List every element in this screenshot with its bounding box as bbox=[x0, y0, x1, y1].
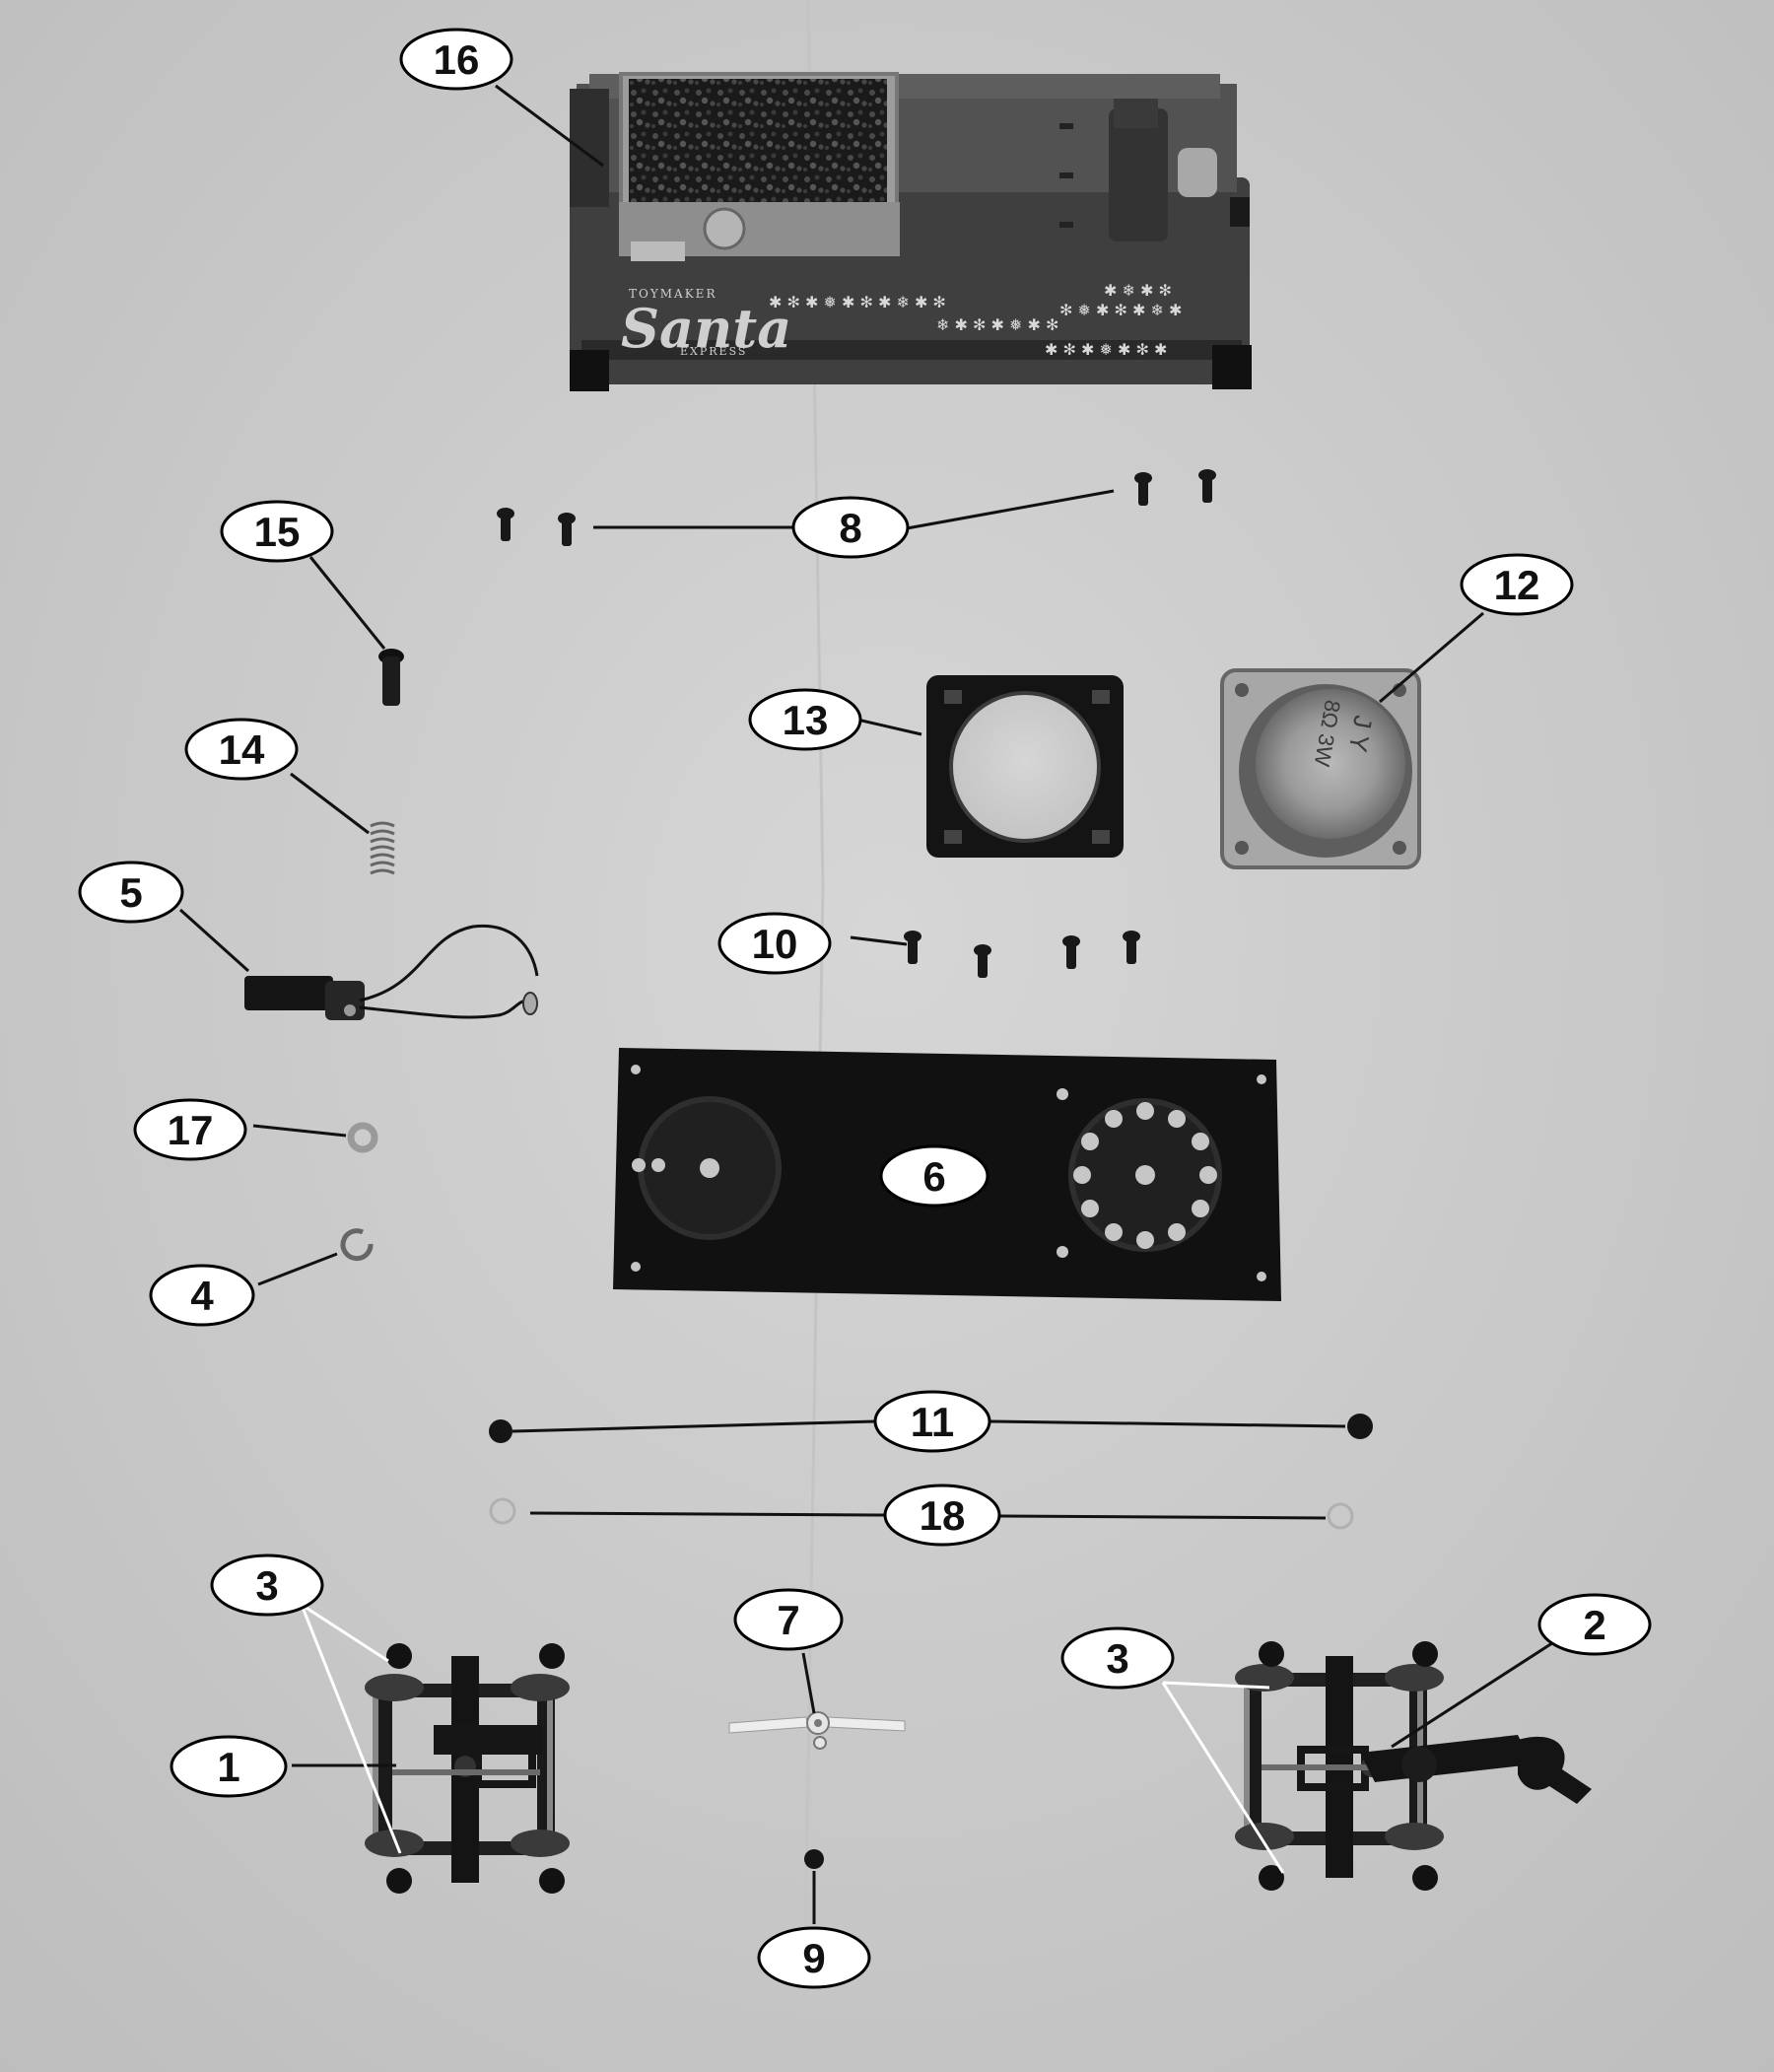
svg-text:9: 9 bbox=[802, 1935, 825, 1981]
svg-text:13: 13 bbox=[783, 697, 829, 743]
svg-text:7: 7 bbox=[777, 1597, 799, 1643]
leader-18-left bbox=[529, 1511, 888, 1517]
callout-9: 9 bbox=[757, 1926, 871, 1989]
svg-text:✱ ❄ ✱ ✻: ✱ ❄ ✱ ✻ bbox=[1104, 281, 1172, 300]
leader-5 bbox=[178, 908, 250, 973]
leader-16 bbox=[495, 84, 604, 168]
callout-6: 6 bbox=[879, 1144, 989, 1208]
part-15-pin bbox=[378, 649, 404, 706]
leader-3a-bottom bbox=[300, 1604, 402, 1854]
callout-3-right: 3 bbox=[1060, 1626, 1175, 1690]
part-11-nuts bbox=[489, 1414, 1373, 1443]
callout-12: 12 bbox=[1460, 553, 1574, 616]
leader-14 bbox=[290, 772, 370, 835]
leader-13 bbox=[856, 718, 922, 736]
callout-10: 10 bbox=[717, 912, 832, 975]
svg-text:18: 18 bbox=[920, 1492, 966, 1539]
callout-1: 1 bbox=[170, 1735, 288, 1798]
callouts: 16 8 15 12 13 14 5 10 17 6 4 11 18 3 7 2… bbox=[78, 28, 1652, 1989]
speaker-label-brand: J Y bbox=[1343, 713, 1379, 754]
callout-11: 11 bbox=[873, 1390, 991, 1453]
leader-17 bbox=[252, 1124, 347, 1138]
svg-text:14: 14 bbox=[219, 726, 265, 773]
callout-14: 14 bbox=[184, 718, 299, 781]
svg-text:5: 5 bbox=[119, 869, 142, 916]
part-14-spring bbox=[370, 821, 395, 875]
car-brand-santa: Santa bbox=[621, 297, 791, 360]
part-5-switch bbox=[244, 924, 539, 1020]
svg-text:✻ ❅ ✱ ✻ ✱ ❄ ✱: ✻ ❅ ✱ ✻ ✱ ❄ ✱ bbox=[1059, 301, 1182, 319]
svg-text:6: 6 bbox=[922, 1153, 945, 1200]
svg-text:3: 3 bbox=[255, 1562, 278, 1609]
leader-lines-white bbox=[300, 1603, 1285, 1874]
svg-text:12: 12 bbox=[1494, 562, 1540, 608]
leader-18-right bbox=[996, 1514, 1327, 1520]
svg-text:3: 3 bbox=[1106, 1635, 1128, 1682]
leader-11-right bbox=[989, 1419, 1346, 1428]
part-17-washer bbox=[347, 1122, 378, 1153]
part-8-screws bbox=[497, 469, 1216, 546]
svg-text:10: 10 bbox=[752, 921, 798, 967]
part-1-truck-left bbox=[365, 1643, 570, 1894]
part-10-screws bbox=[904, 931, 1140, 978]
svg-text:1: 1 bbox=[217, 1744, 239, 1790]
car-brand-toymaker: TOYMAKER bbox=[629, 287, 716, 301]
svg-text:11: 11 bbox=[911, 1399, 954, 1445]
leader-3b-top bbox=[1162, 1681, 1270, 1690]
part-18-washers bbox=[489, 1497, 1354, 1530]
leader-10 bbox=[850, 935, 908, 946]
svg-text:16: 16 bbox=[434, 36, 480, 83]
svg-text:15: 15 bbox=[254, 509, 301, 555]
svg-text:❄ ✱ ✻ ✱ ❅ ✱ ✻: ❄ ✱ ✻ ✱ ❅ ✱ ✻ bbox=[936, 315, 1058, 334]
callout-3-left: 3 bbox=[210, 1554, 324, 1617]
svg-text:✱ ✻ ✱ ❅ ✱ ✻ ✱ ❄ ✱ ✻: ✱ ✻ ✱ ❅ ✱ ✻ ✱ ❄ ✱ ✻ bbox=[769, 293, 946, 311]
part-9-nut bbox=[804, 1849, 824, 1869]
svg-text:2: 2 bbox=[1583, 1602, 1605, 1648]
callout-17: 17 bbox=[133, 1098, 247, 1161]
callout-5: 5 bbox=[78, 861, 184, 924]
callout-4: 4 bbox=[149, 1264, 255, 1327]
callout-8: 8 bbox=[791, 496, 910, 559]
callout-2: 2 bbox=[1537, 1593, 1652, 1656]
leader-7 bbox=[801, 1652, 816, 1714]
leader-3a-top bbox=[301, 1603, 389, 1663]
part-4-e-clip bbox=[340, 1228, 374, 1262]
svg-text:8: 8 bbox=[839, 505, 861, 551]
leader-lines bbox=[178, 84, 1556, 1924]
callout-13: 13 bbox=[748, 688, 862, 751]
leader-8-right bbox=[906, 489, 1115, 530]
part-13-speaker-bracket bbox=[926, 675, 1124, 858]
callout-16: 16 bbox=[399, 28, 513, 91]
leader-12 bbox=[1379, 611, 1484, 704]
leader-3b-bottom bbox=[1161, 1682, 1285, 1874]
part-12-speaker: J Y 8Ω 3W bbox=[1220, 668, 1421, 869]
svg-text:✱ ✻ ✱ ❅ ✱ ✻ ✱: ✱ ✻ ✱ ❅ ✱ ✻ ✱ bbox=[1045, 340, 1167, 359]
callout-18: 18 bbox=[883, 1484, 1001, 1547]
leader-11-left bbox=[512, 1419, 876, 1433]
leader-15 bbox=[308, 556, 386, 650]
part-7-contact bbox=[728, 1711, 906, 1750]
callout-7: 7 bbox=[733, 1588, 844, 1651]
callout-15: 15 bbox=[220, 500, 334, 563]
leader-4 bbox=[257, 1252, 338, 1286]
car-brand-express: EXPRESS bbox=[680, 345, 747, 358]
leader-2 bbox=[1391, 1639, 1556, 1749]
svg-text:17: 17 bbox=[168, 1107, 214, 1153]
part-2-truck-right bbox=[1235, 1641, 1592, 1891]
part-16-car-body: ✱ ✻ ✱ ❅ ✱ ✻ ✱ ❄ ✱ ✻ ❄ ✱ ✻ ✱ ❅ ✱ ✻ ✱ ✻ ✱ … bbox=[570, 72, 1252, 391]
svg-text:4: 4 bbox=[190, 1273, 214, 1319]
